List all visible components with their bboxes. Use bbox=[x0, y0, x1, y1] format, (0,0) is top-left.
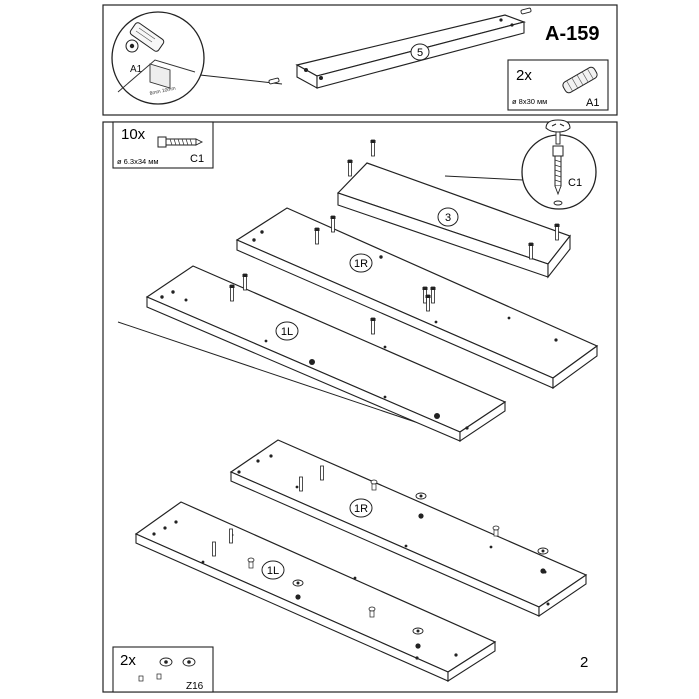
panel-1r-top-label: 1R bbox=[354, 258, 368, 270]
step-two-frame bbox=[102, 121, 618, 693]
screw-quantity: 10x bbox=[121, 126, 146, 143]
screw-callout-code: C1 bbox=[568, 177, 582, 189]
glide-set-panel-1r bbox=[299, 465, 549, 574]
screw-set-panel-1l bbox=[229, 273, 431, 335]
panel-1l-top-label: 1L bbox=[281, 326, 293, 338]
glide-icon bbox=[138, 657, 196, 682]
panel-1r-top: 1R bbox=[235, 207, 599, 390]
dowel-size: ø 8x30 мм bbox=[512, 97, 547, 106]
screw-hardware-box: 10x ø 6.3x34 мм C1 bbox=[112, 121, 214, 169]
screw-icon bbox=[552, 145, 564, 206]
glide-hardware-box: 2x Z16 bbox=[112, 646, 214, 693]
screw-code: C1 bbox=[190, 153, 204, 165]
screw-icon bbox=[157, 136, 204, 148]
glide-code: Z16 bbox=[186, 681, 204, 692]
dowel-icon bbox=[562, 66, 598, 94]
screwdriver-icon bbox=[545, 119, 571, 145]
dowel-hardware-box: 2x ø 8x30 мм A1 bbox=[507, 59, 609, 111]
panel-1r-bottom-label: 1R bbox=[354, 503, 368, 515]
screw-set-panel-3 bbox=[347, 139, 560, 260]
dowel-callout-label: A1 bbox=[130, 64, 143, 75]
page-number: 2 bbox=[580, 654, 588, 671]
glide-quantity: 2x bbox=[120, 652, 136, 669]
dowel-code: A1 bbox=[586, 97, 599, 109]
panel-1l-bottom-label: 1L bbox=[267, 565, 279, 577]
model-code: A-159 bbox=[545, 23, 599, 45]
panel-1l-top: 1L bbox=[145, 265, 507, 443]
glide-set-panel-1l bbox=[212, 528, 424, 649]
dowel-icon bbox=[129, 22, 165, 52]
dowel-quantity: 2x bbox=[516, 67, 532, 84]
panel-1r-bottom: 1R bbox=[229, 439, 588, 618]
panel-3: 3 bbox=[336, 162, 571, 279]
screw-set-panel-1r bbox=[314, 215, 436, 304]
screw-detail-callout: C1 bbox=[444, 119, 597, 210]
panel-5-label: 5 bbox=[417, 47, 423, 59]
panel-3-label: 3 bbox=[445, 212, 451, 224]
step-one-frame bbox=[102, 4, 618, 116]
dowel-callout-dims: 8mm 10mm bbox=[149, 86, 176, 97]
panel-1l-bottom: 1L bbox=[134, 501, 497, 683]
screw-size: ø 6.3x34 мм bbox=[117, 157, 159, 166]
alignment-line bbox=[117, 321, 461, 438]
panel-5: 5 bbox=[268, 7, 532, 89]
dowel-detail-callout: A1 8mm 10mm bbox=[111, 11, 283, 105]
